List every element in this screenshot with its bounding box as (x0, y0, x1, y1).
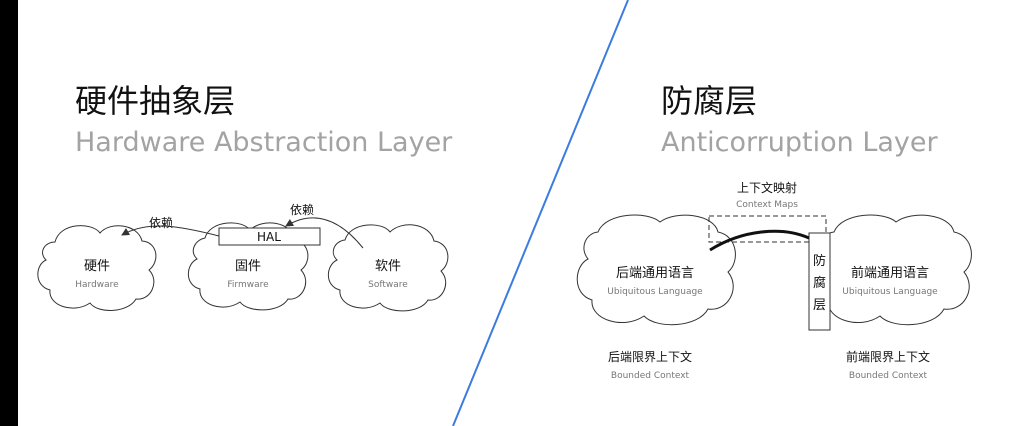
hal-box (218, 227, 321, 246)
hal-title-zh: 硬件抽象层 (75, 82, 235, 120)
hardware-label-en: Hardware (75, 280, 119, 290)
acl-char-3: 层 (813, 298, 826, 313)
context-map-connection (709, 229, 810, 252)
software-cloud (327, 224, 449, 312)
acl-title-zh: 防腐层 (661, 82, 757, 120)
hal-title-en: Hardware Abstraction Layer (75, 127, 453, 158)
context-maps-label-en: Context Maps (736, 200, 798, 210)
firmware-label-en: Firmware (227, 280, 269, 290)
frontend-language-en: Ubiquitous Language (842, 287, 938, 297)
context-maps-dashed-box (708, 215, 827, 243)
firmware-label-zh: 固件 (235, 259, 261, 274)
frontend-language-zh: 前端通用语言 (851, 265, 929, 281)
software-label-en: Software (368, 280, 408, 290)
firmware-to-hardware-arrow (121, 225, 220, 237)
hal-box-label: HAL (257, 230, 281, 244)
hardware-cloud (37, 225, 157, 311)
acl-char-1: 防 (813, 253, 826, 269)
frontend-context-label-en: Bounded Context (849, 371, 928, 381)
left-edge-bar (0, 0, 18, 426)
backend-context-cloud (576, 214, 736, 326)
backend-context-label-en: Bounded Context (611, 371, 690, 381)
hardware-label-zh: 硬件 (84, 259, 110, 274)
software-label-zh: 软件 (375, 259, 401, 274)
software-to-hal-arrow (285, 217, 364, 249)
context-maps-label-zh: 上下文映射 (737, 180, 797, 195)
frontend-context-label-zh: 前端限界上下文 (846, 349, 930, 364)
backend-language-zh: 后端通用语言 (616, 266, 694, 281)
acl-char-2: 腐 (813, 276, 826, 291)
depends-label-1: 依赖 (149, 215, 173, 230)
diagonal-divider (452, 0, 629, 426)
depends-label-2: 依赖 (290, 202, 314, 217)
acl-box (808, 232, 831, 331)
acl-title-en: Anticorruption Layer (661, 127, 938, 158)
backend-language-en: Ubiquitous Language (607, 287, 703, 297)
backend-context-label-zh: 后端限界上下文 (608, 349, 692, 364)
